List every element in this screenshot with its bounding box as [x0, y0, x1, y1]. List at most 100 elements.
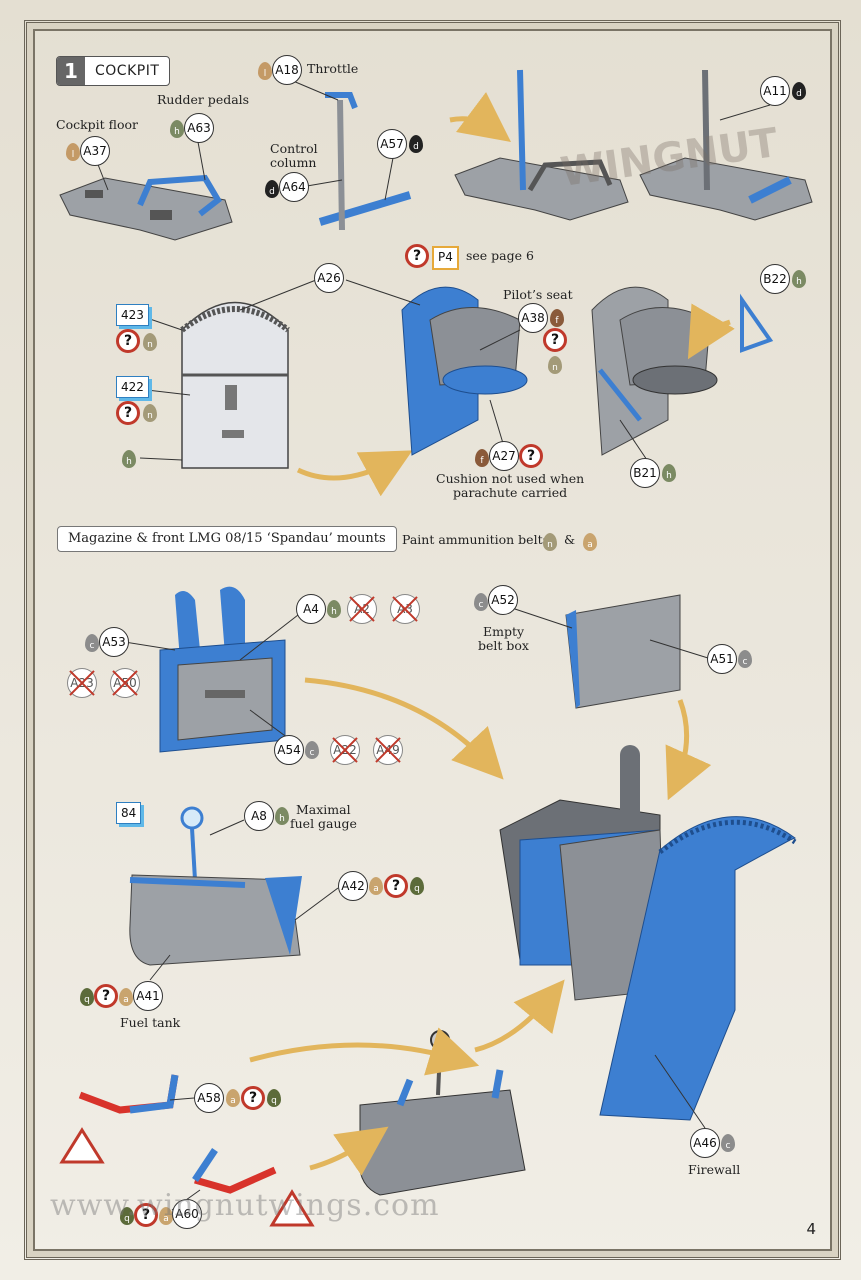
paint-drop-h: h — [327, 600, 341, 618]
label-control-column-1: Control — [270, 141, 318, 156]
paint-drop-q: q — [410, 877, 424, 895]
belt-box-drawing — [565, 594, 681, 709]
question-marker: ? — [405, 244, 429, 268]
question-marker: ? — [134, 1203, 158, 1227]
question-marker: ? — [116, 329, 140, 353]
label-cushion-2: parachute carried — [453, 485, 568, 500]
page-border — [24, 20, 841, 1260]
paint-drop-d: d — [792, 82, 806, 100]
section-title: Magazine & front LMG 08/15 ‘Spandau’ mou… — [57, 526, 397, 552]
paint-drop-c: c — [305, 741, 319, 759]
paint-drop-a: a — [119, 988, 133, 1006]
part-A41: A41 — [133, 981, 163, 1011]
paint-drop-d: d — [409, 135, 423, 153]
paint-drop-f: f — [475, 449, 489, 467]
ref-423: 423 — [116, 304, 149, 326]
page-number: 4 — [806, 1220, 816, 1238]
leader-lines — [96, 77, 771, 1211]
label-maximal-2: fuel gauge — [290, 816, 357, 831]
paint-drop-l: l — [258, 62, 272, 80]
part-A52: A52 — [488, 585, 518, 615]
question-marker: ? — [94, 984, 118, 1008]
paint-drop-h: h — [170, 120, 184, 138]
part-A3-not-used: A3 — [390, 594, 420, 624]
label-paint-belts: Paint ammunition belts — [402, 532, 550, 547]
paint-drop-c: c — [738, 650, 752, 668]
step-header: 1 COCKPIT — [56, 56, 171, 86]
page-ref-P4: P4 — [432, 246, 459, 270]
question-marker: ? — [543, 328, 567, 352]
label-throttle: Throttle — [307, 61, 359, 76]
paint-drop-q: q — [267, 1089, 281, 1107]
part-A57: A57 — [377, 129, 407, 159]
paint-drop-c: c — [474, 593, 488, 611]
paint-drop-a: a — [226, 1089, 240, 1107]
part-B22: B22 — [760, 264, 790, 294]
paint-drop-a: a — [583, 533, 597, 551]
part-A60: A60 — [172, 1199, 202, 1229]
part-A11: A11 — [760, 76, 790, 106]
part-A26: A26 — [314, 263, 344, 293]
cockpit-floor-drawing — [59, 92, 412, 241]
paint-drop-q: q — [120, 1207, 134, 1225]
paint-drop-l: l — [66, 143, 80, 161]
label-cockpit-floor: Cockpit floor — [56, 117, 139, 132]
part-A63: A63 — [184, 113, 214, 143]
part-A58: A58 — [194, 1083, 224, 1113]
paint-drop-f: f — [550, 309, 564, 327]
paint-drop-d: d — [265, 180, 279, 198]
part-A53: A53 — [99, 627, 129, 657]
question-marker: ? — [519, 444, 543, 468]
label-maximal-1: Maximal — [296, 802, 351, 817]
gun-mount-assembly-drawing — [499, 745, 797, 1121]
part-A37: A37 — [80, 136, 110, 166]
paint-drop-n: n — [143, 404, 157, 422]
part-A49-not-used: A49 — [373, 735, 403, 765]
paint-drop-a: a — [159, 1207, 173, 1225]
paint-drop-c: c — [721, 1134, 735, 1152]
part-A64: A64 — [279, 172, 309, 202]
label-rudder-pedals: Rudder pedals — [157, 92, 250, 107]
part-A42: A42 — [338, 871, 368, 901]
ref-84: 84 — [116, 802, 142, 824]
website-watermark: www.wingnutwings.com — [50, 1188, 440, 1223]
step-number: 1 — [57, 57, 85, 85]
part-A8: A8 — [244, 801, 274, 831]
label-cushion-1: Cushion not used when — [436, 471, 585, 486]
question-marker: ? — [384, 874, 408, 898]
paint-drop-h: h — [122, 450, 136, 468]
label-amp: & — [564, 532, 576, 547]
paint-drop-n: n — [143, 333, 157, 351]
part-A18: A18 — [272, 55, 302, 85]
part-A54: A54 — [274, 735, 304, 765]
label-see-page: see page 6 — [466, 248, 534, 263]
part-A22-not-used: A22 — [330, 735, 360, 765]
part-A50-not-used: A50 — [110, 668, 140, 698]
paint-drop-n: n — [548, 356, 562, 374]
part-A27: A27 — [489, 441, 519, 471]
paint-drop-q: q — [80, 988, 94, 1006]
question-marker: ? — [116, 401, 140, 425]
part-A46: A46 — [690, 1128, 720, 1158]
step-title: COCKPIT — [95, 63, 160, 79]
paint-drop-h: h — [275, 807, 289, 825]
paint-drop-a: a — [369, 877, 383, 895]
paint-drop-h: h — [792, 270, 806, 288]
seat-assembly-drawing — [401, 286, 774, 456]
question-marker: ? — [241, 1086, 265, 1110]
part-B21: B21 — [630, 458, 660, 488]
label-control-column-2: column — [270, 155, 317, 170]
label-fuel-tank: Fuel tank — [120, 1015, 181, 1030]
paint-drop-c: c — [85, 634, 99, 652]
label-pilots-seat: Pilot’s seat — [503, 287, 573, 302]
part-A38: A38 — [518, 303, 548, 333]
part-A51: A51 — [707, 644, 737, 674]
paint-drop-n: n — [543, 533, 557, 551]
magazine-mount-drawing — [159, 586, 286, 753]
warning-triangles — [59, 1127, 315, 1227]
fuel-tank-drawing — [129, 806, 302, 966]
tank-straps-drawing — [78, 1074, 277, 1194]
ref-422: 422 — [116, 376, 149, 398]
